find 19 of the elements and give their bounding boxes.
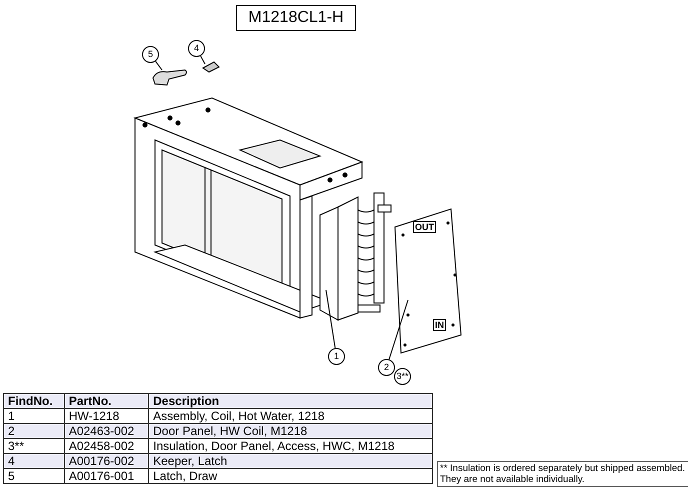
- callout-number: 1: [328, 348, 345, 365]
- callout-number: 5: [142, 46, 159, 63]
- table-cell: 5: [4, 468, 64, 484]
- footnote: ** Insulation is ordered separately but shipped assembled. They are not available individually.: [437, 461, 688, 487]
- leader-line: [388, 300, 408, 360]
- leader-line: [200, 55, 206, 64]
- table-cell: A00176-001: [64, 468, 149, 484]
- diagram-title: M1218CL1-H: [236, 5, 356, 31]
- callout-number: 2: [378, 359, 395, 376]
- panel-label: OUT: [413, 221, 436, 233]
- callout-number: 4: [188, 40, 205, 57]
- table-header-cell: Description: [148, 394, 432, 408]
- leader-line: [155, 60, 162, 70]
- table-header-cell: FindNo.: [4, 394, 64, 408]
- callout-number: 3**: [394, 368, 411, 385]
- table-header-cell: PartNo.: [64, 394, 149, 408]
- panel-label: IN: [433, 319, 446, 331]
- leader-line: [326, 290, 336, 349]
- table-cell: Latch, Draw: [148, 468, 432, 484]
